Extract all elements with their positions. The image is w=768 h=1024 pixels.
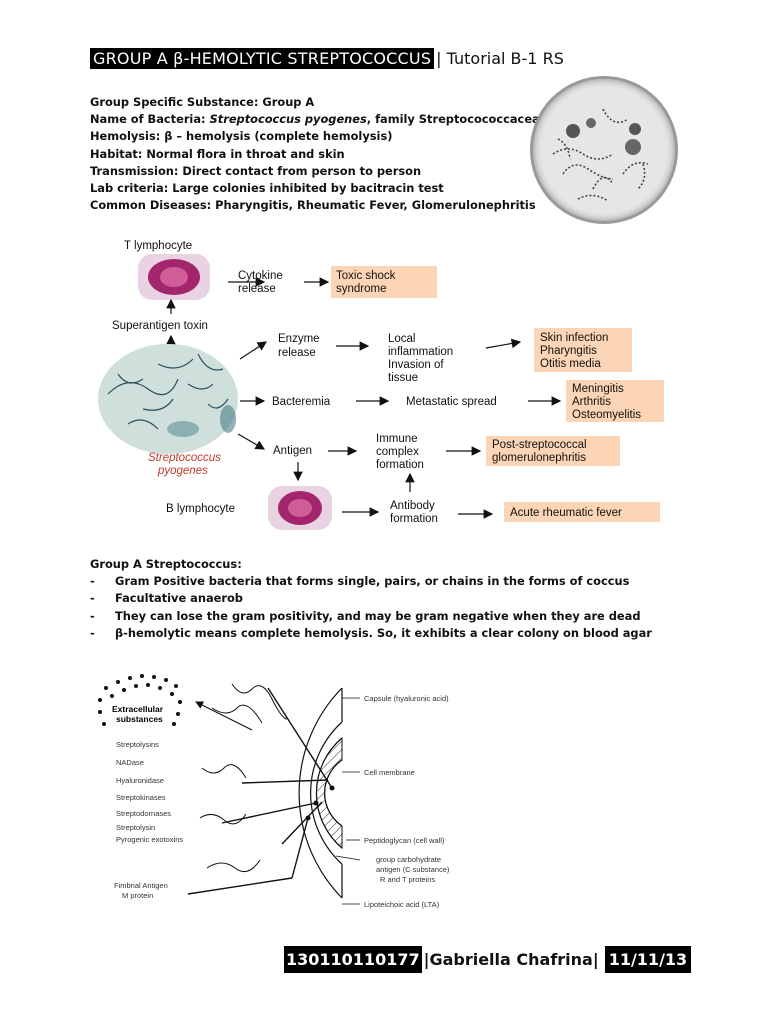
t-lymphocyte-label: T lymphocyte bbox=[124, 240, 192, 252]
immune-line2: complex bbox=[376, 446, 419, 458]
organism-line1: Streptococcus bbox=[148, 452, 221, 464]
carbohydrate-line2: antigen (C substance) bbox=[376, 865, 450, 874]
fimbrial-line1: Fimbrial Antigen bbox=[114, 881, 168, 890]
metastatic-label: Metastatic spread bbox=[406, 396, 497, 408]
immune-line3: formation bbox=[376, 459, 424, 471]
peptidoglycan-label: Peptidoglycan (cell wall) bbox=[364, 836, 445, 845]
enzyme-line1: Enzyme bbox=[278, 333, 320, 345]
local-line1: Local bbox=[388, 333, 416, 345]
fibrils bbox=[199, 683, 288, 873]
toxic-shock-box bbox=[331, 266, 437, 298]
ext-item-4: Streptokinases bbox=[116, 793, 166, 802]
list-item: -Gram Positive bacteria that forms singl… bbox=[90, 574, 630, 589]
membrane-label: Cell membrane bbox=[364, 768, 415, 777]
skin-line3: Otitis media bbox=[540, 358, 601, 370]
t-lymphocyte-cell-image bbox=[138, 254, 210, 300]
arf-label: Acute rheumatic fever bbox=[510, 507, 622, 519]
list-item: -Facultative anaerob bbox=[90, 591, 243, 606]
list-item: -β-hemolytic means complete hemolysis. S… bbox=[90, 625, 652, 640]
fimbrial-line2: M protein bbox=[122, 891, 153, 900]
info-hemolysis: Hemolysis: β – hemolysis (complete hemol… bbox=[90, 129, 393, 144]
info-lab: Lab criteria: Large colonies inhibited b… bbox=[90, 181, 444, 196]
ext-item-7: Pyrogenic exotoxins bbox=[116, 835, 183, 844]
extracellular-line2: substances bbox=[116, 714, 163, 724]
cytokine-line1: Cytokine bbox=[238, 270, 283, 282]
lta-label: Lipoteichoic acid (LTA) bbox=[364, 900, 440, 909]
info-diseases: Common Diseases: Pharyngitis, Rheumatic … bbox=[90, 198, 536, 213]
toxic-shock-line2: syndrome bbox=[336, 283, 387, 295]
student-id: 130110110177 bbox=[284, 946, 422, 973]
mening-line2: Arthritis bbox=[572, 396, 611, 408]
date-badge: 11/11/13 bbox=[604, 946, 692, 973]
info-gss: Group Specific Substance: Group A bbox=[90, 95, 315, 109]
info-name: Name of Bacteria: Streptococcus pyogenes… bbox=[90, 112, 553, 127]
author-name: |Gabriella Chafrina| bbox=[423, 950, 599, 969]
pathogenesis-diagram: T lymphocyte Cytokine release Toxic shoc… bbox=[98, 240, 664, 530]
skin-line1: Skin infection bbox=[540, 332, 608, 344]
local-line4: tissue bbox=[388, 372, 418, 384]
mening-line3: Osteomyelitis bbox=[572, 409, 641, 421]
toxic-shock-line1: Toxic shock bbox=[336, 270, 396, 282]
local-line3: Invasion of bbox=[388, 359, 444, 371]
antigen-label: Antigen bbox=[273, 445, 312, 457]
superantigen-label: Superantigen toxin bbox=[112, 320, 208, 332]
petri-dish-image bbox=[530, 76, 678, 224]
cell-structure-diagram: Extracellular substances Streptolysins N… bbox=[98, 674, 450, 909]
glomerulonephritis-box bbox=[486, 436, 620, 466]
carbohydrate-line1: group carbohydrate bbox=[376, 855, 441, 864]
info-habitat: Habitat: Normal flora in throat and skin bbox=[90, 146, 345, 161]
ext-item-5: Streptodornases bbox=[116, 809, 171, 818]
extracellular-line1: Extracellular bbox=[112, 704, 164, 714]
ext-item-1: Streptolysins bbox=[116, 740, 159, 749]
bacteremia-label: Bacteremia bbox=[272, 396, 331, 408]
b-lymphocyte-cell-image bbox=[268, 486, 332, 530]
organism-line2: pyogenes bbox=[157, 465, 208, 477]
group-a-heading: Group A Streptococcus: bbox=[90, 557, 242, 571]
ext-item-2: NADase bbox=[116, 758, 144, 767]
footer: 130110110177 |Gabriella Chafrina| 11/11/… bbox=[284, 946, 692, 973]
immune-line1: Immune bbox=[376, 433, 418, 445]
list-item: -They can lose the gram positivity, and … bbox=[90, 608, 641, 623]
mening-line1: Meningitis bbox=[572, 383, 624, 395]
extracellular-dots bbox=[98, 674, 182, 726]
meningitis-box bbox=[566, 380, 664, 422]
skin-infection-box bbox=[534, 328, 632, 372]
title-row: GROUP A β-HEMOLYTIC STREPTOCOCCUS | Tuto… bbox=[90, 48, 564, 69]
skin-line2: Pharyngitis bbox=[540, 345, 597, 357]
page-subtitle: | Tutorial B-1 RS bbox=[436, 49, 564, 68]
psg-line2: glomerulonephritis bbox=[492, 452, 586, 464]
rheumatic-fever-box bbox=[504, 502, 660, 522]
psg-line1: Post-streptococcal bbox=[492, 439, 587, 451]
cytokine-line2: release bbox=[238, 283, 276, 295]
ext-item-3: Hyaluronidase bbox=[116, 776, 164, 785]
carbohydrate-line3: R and T proteins bbox=[380, 875, 435, 884]
info-transmission: Transmission: Direct contact from person… bbox=[90, 163, 422, 178]
info-block: Group Specific Substance: Group A Name o… bbox=[90, 94, 553, 214]
ext-item-6: Streptolysin bbox=[116, 823, 155, 832]
local-line2: inflammation bbox=[388, 346, 453, 358]
capsule-label: Capsule (hyaluronic acid) bbox=[364, 694, 449, 703]
group-a-section: Group A Streptococcus: -Gram Positive ba… bbox=[90, 556, 652, 642]
peptidoglycan-layer bbox=[315, 736, 343, 850]
b-lymphocyte-label: B lymphocyte bbox=[166, 503, 235, 515]
antibody-line2: formation bbox=[390, 513, 438, 525]
page-title: GROUP A β-HEMOLYTIC STREPTOCOCCUS bbox=[90, 48, 435, 69]
streptococcus-micrograph-image bbox=[98, 344, 238, 454]
antibody-line1: Antibody bbox=[390, 500, 435, 512]
enzyme-line2: release bbox=[278, 347, 316, 359]
